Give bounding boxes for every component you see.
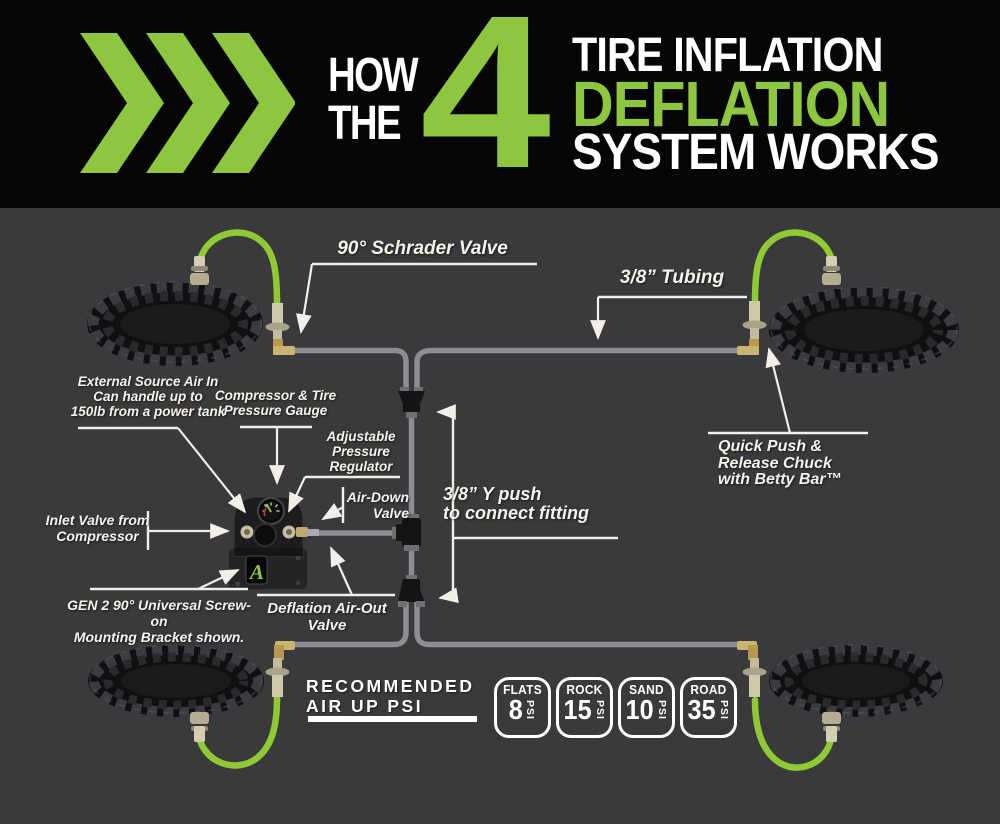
label-air-down-valve: Air-Down Valve — [346, 489, 409, 521]
psi-badge-road: ROAD 35 PSI — [680, 677, 737, 738]
badge-unit: PSI — [718, 700, 731, 720]
schrader-fitting-rear-right — [737, 641, 767, 697]
badge-terrain: ROAD — [690, 683, 727, 697]
badge-terrain: ROCK — [566, 683, 603, 697]
header-banner: HOW THE 4 TIRE INFLATION DEFLATION SYSTE… — [0, 0, 1000, 208]
header-title-line2: DEFLATION — [572, 68, 890, 140]
tire-front-right — [769, 286, 959, 374]
badge-value: 15 — [563, 694, 593, 725]
label-schrader-valve: 90° Schrader Valve — [337, 238, 508, 259]
header-title-line1: TIRE INFLATION — [572, 29, 883, 82]
badge-value: 8 — [508, 694, 524, 725]
brand-logo: A — [245, 555, 268, 585]
badge-terrain: SAND — [629, 683, 664, 697]
callout-rules — [78, 262, 868, 598]
label-pressure-regulator: Adjustable Pressure Regulator — [326, 429, 396, 474]
gray-tubing — [291, 347, 742, 648]
valve-stem-front-left — [190, 256, 209, 285]
label-mounting-bracket: GEN 2 90° Universal Screw-on Mounting Br… — [67, 597, 251, 645]
schrader-fitting-front-left — [265, 303, 295, 355]
badge-unit: PSI — [524, 700, 537, 720]
label-quick-chuck: Quick Push & Release Chuck with Betty Ba… — [718, 438, 842, 488]
outlet-nipple — [296, 527, 308, 537]
schrader-fitting-front-right — [737, 301, 767, 355]
recommended-psi-title: RECOMMENDED AIR UP PSI — [306, 676, 475, 716]
svg-text:A: A — [248, 560, 264, 584]
label-external-source: External Source Air In Can handle up to … — [70, 374, 226, 419]
regulator-knob — [253, 523, 277, 547]
y-fitting-bottom — [398, 575, 425, 607]
t-fitting-middle — [392, 514, 421, 551]
label-compressor-gauge: Compressor & Tire Pressure Gauge — [214, 388, 337, 418]
label-inlet-valve: Inlet Valve from Compressor — [45, 512, 150, 544]
psi-badge-rock: ROCK 15 PSI — [556, 677, 613, 738]
header-titles: TIRE INFLATION DEFLATION SYSTEM WORKS — [572, 29, 979, 180]
psi-badge-sand: SAND 10 PSI — [618, 677, 675, 738]
header-number-4: 4 — [420, 0, 551, 214]
recommended-underline — [308, 716, 477, 722]
valve-stem-rear-left — [190, 712, 209, 742]
label-deflation-valve: Deflation Air-Out Valve — [267, 600, 387, 634]
triple-chevron-icon — [80, 33, 295, 173]
psi-badges: FLATS 8 PSI ROCK 15 PSI SAND 10 PSI ROAD… — [494, 677, 737, 738]
y-fitting-top — [398, 387, 425, 418]
schrader-fitting-rear-left — [265, 641, 295, 697]
badge-terrain: FLATS — [503, 683, 542, 697]
header-the: THE — [328, 97, 402, 150]
valve-stem-rear-right — [822, 712, 841, 742]
regulator-manifold: A — [229, 496, 319, 589]
callout-arrows — [148, 263, 792, 604]
badge-value: 10 — [625, 694, 655, 725]
badge-unit: PSI — [656, 700, 669, 720]
header-how-the: HOW THE — [328, 49, 419, 150]
green-hoses — [195, 229, 836, 771]
badge-value: 35 — [687, 694, 717, 725]
tire-front-left — [87, 281, 263, 367]
badge-unit: PSI — [594, 700, 607, 720]
pressure-gauge — [257, 497, 285, 525]
tire-rear-right — [769, 644, 943, 717]
valve-stem-front-right — [822, 256, 841, 285]
header-title-line3: SYSTEM WORKS — [572, 123, 940, 180]
label-y-fitting: 3/8” Y push to connect fitting — [443, 484, 589, 523]
label-tubing: 3/8” Tubing — [619, 267, 725, 288]
tire-rear-left — [88, 644, 264, 717]
header-how: HOW — [328, 49, 419, 102]
psi-badge-flats: FLATS 8 PSI — [494, 677, 551, 738]
